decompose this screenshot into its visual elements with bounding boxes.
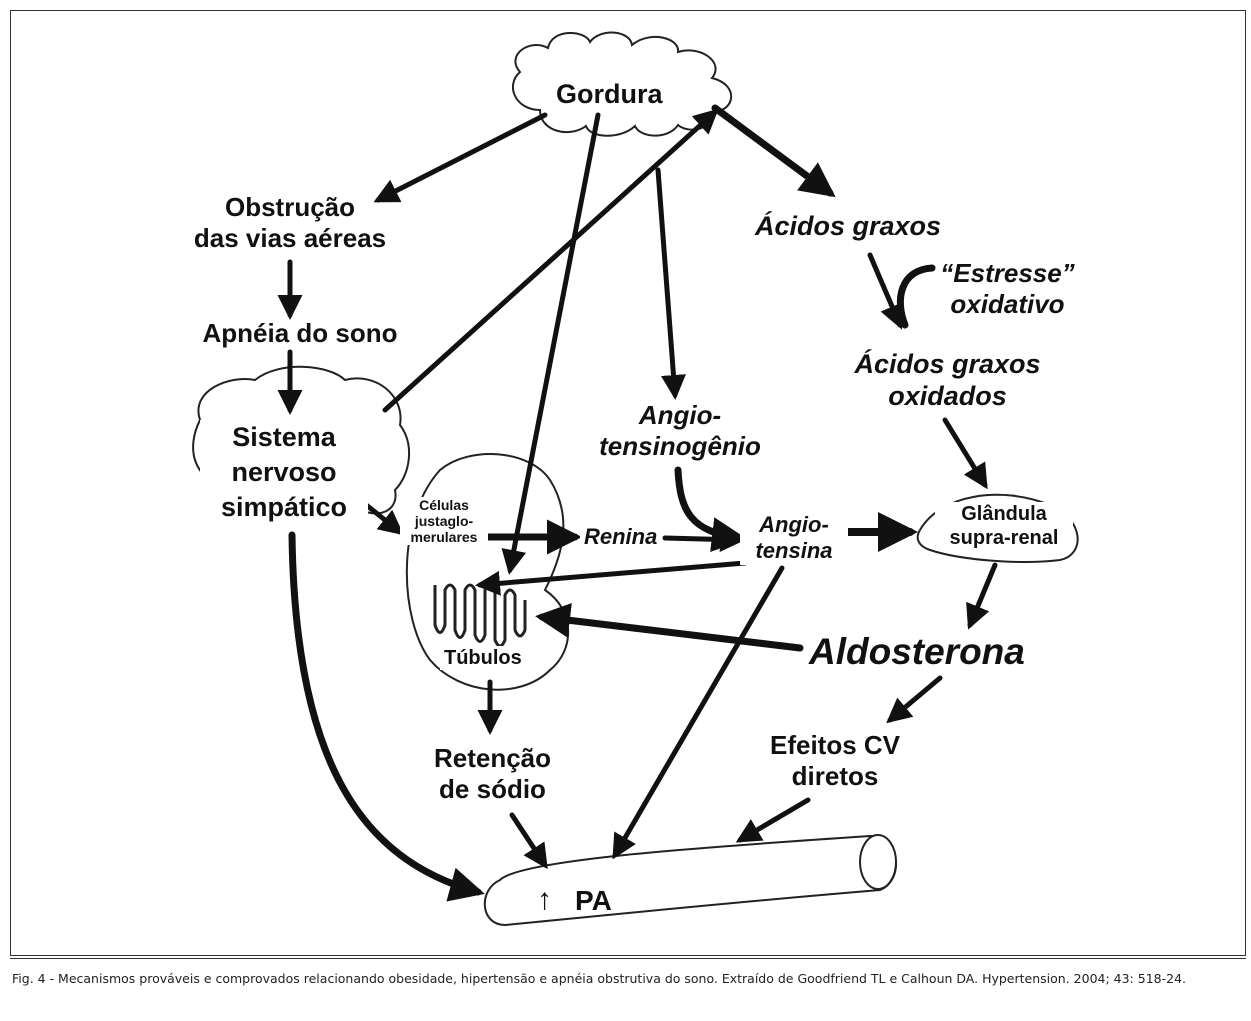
arrow-angiotensin-to-tubules: [475, 560, 748, 596]
label-efeitos-line2: diretos: [791, 761, 879, 792]
arrows: [277, 104, 998, 902]
label-efeitos: Efeitos CV diretos: [750, 730, 920, 792]
label-sistema: Sistema nervoso simpático: [200, 420, 368, 526]
arrow-fat-to-renal-tubules: [501, 112, 601, 575]
pa-up-arrow: ↑: [537, 883, 552, 916]
tubules-illustration: [433, 583, 527, 648]
label-retencao-line1: Retenção: [433, 743, 552, 773]
label-angiotensinogenio-line2: tensinogênio: [599, 431, 761, 462]
arrow-angiotensin-to-pa: [612, 565, 785, 860]
label-glandula: Glândula supra-renal: [935, 502, 1073, 550]
label-acidos-oxidados: Ácidos graxos oxidados: [835, 348, 1060, 413]
arrow-fatty-acids-to-oxidized: [867, 252, 904, 330]
label-sistema-line1: Sistema: [232, 422, 336, 452]
arrow-stress-curve: [896, 264, 936, 329]
vessel-end-ellipse: [859, 834, 897, 890]
label-aldosterona: Aldosterona: [805, 630, 1029, 675]
arrow-retention-to-pa: [509, 812, 548, 870]
label-retencao-line2: de sódio: [439, 774, 546, 805]
label-celulas-line1: Células: [419, 497, 469, 513]
label-pa: PA: [575, 885, 612, 916]
label-obstrucao: Obstrução das vias aéreas: [175, 192, 405, 254]
label-sistema-line3: simpático: [220, 492, 348, 523]
figure-frame: [10, 10, 1246, 956]
label-efeitos-line1: Efeitos CV: [769, 730, 901, 760]
arrow-cv-effects-to-pa: [735, 797, 811, 843]
label-sistema-line2: nervoso: [231, 457, 337, 488]
arrow-fat-to-fatty-acids: [711, 104, 836, 198]
arrow-fat-to-angiotensinogen: [655, 167, 686, 400]
label-acidos-graxos: Ácidos graxos: [755, 211, 942, 241]
diagram-canvas: [192, 31, 1079, 927]
arrow-sympathetic-to-pa: [288, 531, 485, 902]
label-retencao: Retenção de sódio: [415, 743, 570, 805]
label-estresse-line2: oxidativo: [950, 289, 1065, 320]
label-angiotensina-line2: tensina: [755, 538, 833, 564]
label-tubulos: Túbulos: [440, 646, 526, 670]
label-estresse-line1: “Estresse”: [940, 258, 1075, 288]
label-apneia: Apnéia do sono: [202, 318, 398, 348]
label-glandula-line1: Glândula: [961, 503, 1047, 525]
label-obstrucao-line1: Obstrução: [224, 192, 356, 222]
figure-caption: Fig. 4 - Mecanismos prováveis e comprova…: [12, 971, 1186, 986]
arrow-aldosterone-to-cv-effects: [886, 675, 943, 724]
label-celulas: Células justaglo- merulares: [400, 497, 488, 546]
arrow-angiotensinogen-to-angiotensin: [674, 466, 747, 553]
arrow-sympathetic-to-fat: [382, 108, 719, 413]
label-angiotensinogenio-line1: Angio-: [638, 400, 722, 430]
caption-divider: [10, 958, 1246, 959]
arrow-aldosterone-to-tubules: [535, 602, 804, 652]
label-gordura: Gordura: [552, 78, 667, 111]
label-acidos-oxidados-line2: oxidados: [888, 381, 1007, 412]
label-glandula-line2: supra-renal: [949, 527, 1059, 549]
label-angiotensina: Angio- tensina: [740, 512, 848, 565]
arrow-adrenal-to-aldosterone: [966, 562, 998, 630]
arrow-fat-to-obstruction: [373, 112, 548, 203]
label-renina: Renina: [580, 524, 662, 551]
label-celulas-line3: merulares: [410, 529, 478, 546]
label-celulas-line2: justaglo-: [414, 513, 474, 530]
label-acidos-oxidados-line1: Ácidos graxos: [854, 349, 1041, 379]
label-angiotensina-line1: Angio-: [759, 512, 829, 537]
arrow-oxidized-to-adrenal: [942, 417, 988, 490]
label-angiotensinogenio: Angio- tensinogênio: [585, 400, 775, 462]
label-estresse: “Estresse” oxidativo: [930, 258, 1085, 320]
label-obstrucao-line2: das vias aéreas: [193, 223, 387, 254]
